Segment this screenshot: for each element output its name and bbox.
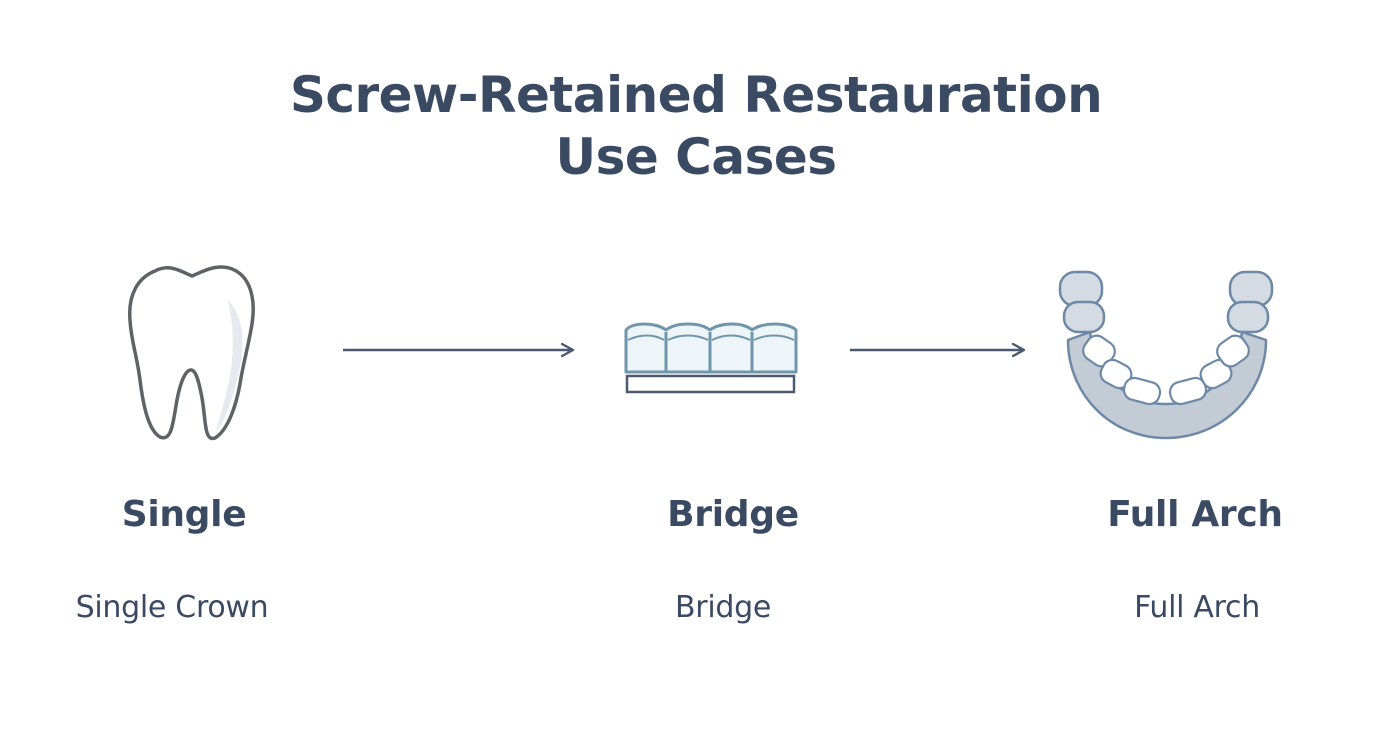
arch-tooth-3 xyxy=(1122,376,1162,406)
stage-heading-single: Single xyxy=(121,494,247,535)
arch-molar-right-bottom xyxy=(1226,300,1270,334)
bridge-crown-tops xyxy=(627,334,795,341)
title-line-2: Use Cases xyxy=(555,128,837,186)
stage-caption-bridge: Bridge xyxy=(675,590,771,625)
stage-caption-single: Single Crown xyxy=(75,590,269,625)
tooth-shade xyxy=(216,300,243,432)
bridge-icon xyxy=(624,322,798,394)
tooth-icon xyxy=(128,265,255,441)
stage-caption-full-arch: Full Arch xyxy=(1134,590,1260,625)
stage-heading-bridge: Bridge xyxy=(667,494,799,535)
bridge-base xyxy=(625,374,796,394)
tooth-outline xyxy=(128,265,255,441)
title-line-1: Screw-Retained Restauration xyxy=(289,66,1103,124)
stage-heading-full-arch: Full Arch xyxy=(1107,494,1283,535)
diagram-title: Screw-Retained Restauration Use Cases xyxy=(0,64,1392,188)
full-arch-icon xyxy=(1058,270,1274,440)
arch-molar-left-bottom xyxy=(1062,300,1106,334)
arch-tooth-6 xyxy=(1216,334,1250,368)
